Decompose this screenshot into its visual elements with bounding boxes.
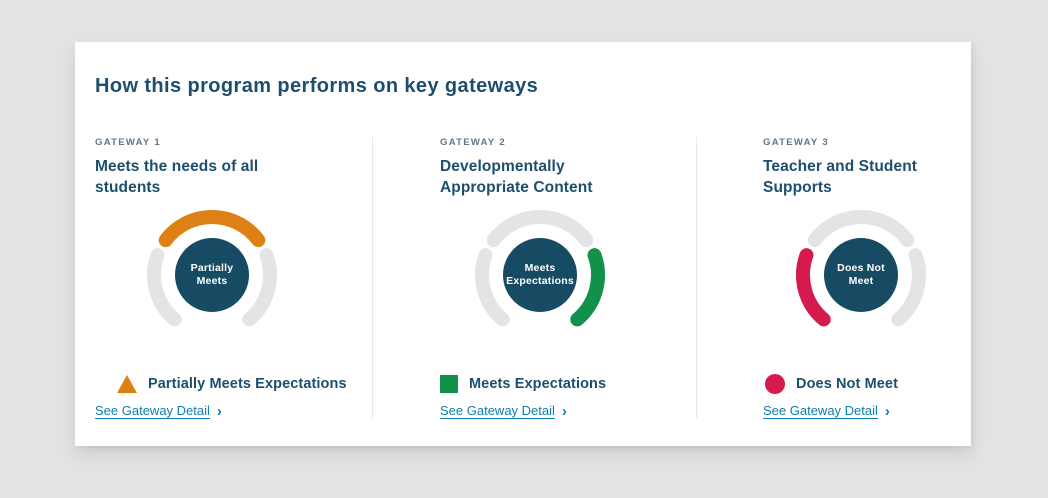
gateway-title: Meets the needs of all students [95, 156, 372, 198]
see-gateway-detail-text: See Gateway Detail [440, 403, 555, 418]
gauge-center-disc [824, 238, 898, 312]
see-gateway-detail-link[interactable]: See Gateway Detail › [95, 403, 222, 419]
gateway-3-column: GATEWAY 3 Teacher and Student Supports D… [696, 137, 971, 419]
triangle-shape [117, 375, 137, 393]
rating-square-icon [440, 375, 458, 393]
gateway-eyebrow: GATEWAY 2 [440, 137, 506, 148]
gauge-center-disc [175, 238, 249, 312]
gauge-rating-label: Meets Expectations [460, 262, 620, 288]
gauge-arc-top [807, 210, 915, 248]
gateway-title: Developmentally Appropriate Content [440, 156, 696, 198]
rating-gauge: Does Not Meet [781, 203, 941, 353]
gauge-rating-line: Meets [196, 275, 228, 287]
rating-gauge: Partially Meets [132, 203, 292, 353]
rating-status-label: Meets Expectations [469, 376, 607, 392]
gauge-rating-line: Meets [524, 262, 556, 274]
gateways-report-card: How this program performs on key gateway… [75, 42, 971, 446]
gateway-columns: GATEWAY 1 Meets the needs of all student… [75, 137, 971, 419]
circle-shape [765, 374, 785, 394]
rating-status-row: Partially Meets Expectations [95, 375, 372, 393]
gauge-rating-label: Partially Meets [132, 262, 292, 288]
rating-gauge: Meets Expectations [460, 203, 620, 353]
page-title: How this program performs on key gateway… [95, 75, 539, 97]
see-gateway-detail-text: See Gateway Detail [763, 403, 878, 418]
rating-circle-icon [765, 374, 785, 394]
gateway-title: Teacher and Student Supports [763, 156, 971, 198]
gauge-arc-right [242, 248, 277, 327]
gauge-arc-right [570, 248, 605, 327]
square-shape [440, 375, 458, 393]
gateway-title-line: Teacher and Student [763, 158, 918, 175]
gateway-title-line: Meets the needs of all [95, 158, 259, 175]
rating-triangle-icon [117, 375, 137, 393]
gauge-chart [147, 210, 277, 327]
gauge-chart [796, 210, 926, 327]
see-gateway-detail-link[interactable]: See Gateway Detail › [440, 403, 567, 419]
gateway-title-line: Supports [763, 179, 832, 196]
chevron-right-icon: › [216, 402, 222, 420]
gateway-title-line: Appropriate Content [440, 179, 593, 196]
gauge-rating-line: Expectations [506, 275, 574, 287]
rating-status-label: Does Not Meet [796, 376, 899, 392]
gateway-title-line: students [95, 179, 161, 196]
gauge-arc-top [158, 210, 266, 248]
gauge-arc-right [891, 248, 926, 327]
gauge-rating-line: Partially [190, 262, 234, 274]
gauge-rating-line: Does Not [837, 262, 885, 274]
chevron-right-icon: › [884, 402, 890, 420]
gateway-eyebrow: GATEWAY 1 [95, 137, 161, 148]
gauge-arc-left [796, 248, 831, 327]
chevron-right-icon: › [561, 402, 567, 420]
gateway-eyebrow: GATEWAY 3 [763, 137, 829, 148]
see-gateway-detail-text: See Gateway Detail [95, 403, 210, 418]
rating-status-label: Partially Meets Expectations [148, 376, 347, 392]
gauge-chart [475, 210, 605, 327]
gauge-arc-left [147, 248, 182, 327]
gauge-arc-left [475, 248, 510, 327]
gateway-title-line: Developmentally [440, 158, 565, 175]
rating-status-row: Meets Expectations [440, 375, 696, 393]
gauge-arc-top [486, 210, 594, 248]
gateway-2-column: GATEWAY 2 Developmentally Appropriate Co… [372, 137, 696, 419]
gauge-rating-label: Does Not Meet [781, 262, 941, 288]
gateway-1-column: GATEWAY 1 Meets the needs of all student… [75, 137, 372, 419]
rating-status-row: Does Not Meet [763, 374, 971, 394]
gauge-rating-line: Meet [848, 275, 874, 287]
see-gateway-detail-link[interactable]: See Gateway Detail › [763, 403, 890, 419]
gauge-center-disc [503, 238, 577, 312]
